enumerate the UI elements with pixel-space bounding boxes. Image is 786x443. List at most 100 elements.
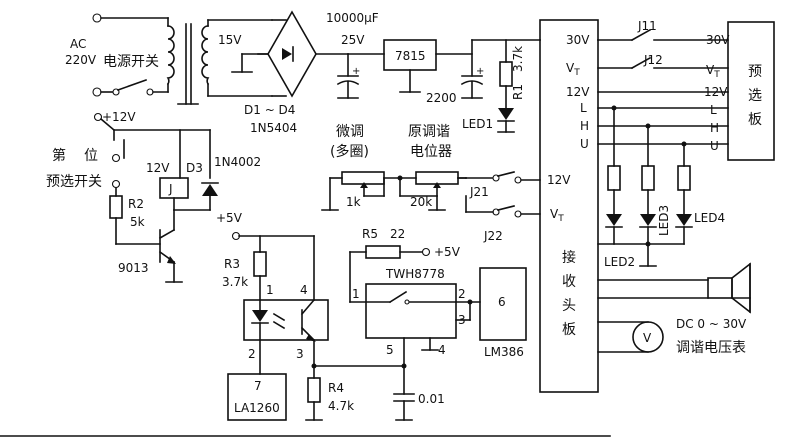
twh-pin4: 4 bbox=[438, 343, 446, 357]
cap-2200-label: 2200 bbox=[426, 91, 457, 105]
relay-j-label: J bbox=[168, 182, 173, 196]
recv-vt-b: VT bbox=[550, 207, 564, 224]
power-switch bbox=[112, 17, 169, 96]
filter-capacitor: + 10000μF 25V bbox=[326, 11, 379, 99]
orig-pot-value: 20k bbox=[410, 195, 432, 209]
twh-pin1: 1 bbox=[352, 287, 360, 301]
r4-value: 4.7k bbox=[328, 399, 354, 413]
meter-symbol: V bbox=[643, 331, 652, 345]
r1-led1: R1 3.7k LED1 bbox=[462, 39, 525, 133]
j12-label: J12 bbox=[643, 53, 663, 67]
recv-30v: 30V bbox=[566, 33, 590, 47]
recv-l: L bbox=[580, 101, 587, 115]
opto-pin4: 4 bbox=[300, 283, 308, 297]
bridge-rectifier: D1 ~ D4 1N5404 bbox=[231, 10, 349, 135]
r2-label: R2 bbox=[128, 197, 144, 211]
twh-label: TWH8778 bbox=[385, 267, 445, 281]
meter-name: 调谐电压表 bbox=[676, 340, 746, 356]
plus-5v-a-label: +5V bbox=[216, 211, 243, 225]
multi-turn-label: (多圈) bbox=[330, 143, 369, 160]
pre-board-char-1: 预 bbox=[748, 64, 762, 80]
fine-tune-label: 微调 bbox=[336, 124, 364, 140]
led3-label: LED3 bbox=[657, 205, 671, 236]
regulator-label: 7815 bbox=[395, 49, 426, 63]
orig-tune-pot: 原调谐 电位器 20k bbox=[399, 124, 467, 211]
transformer: 15V bbox=[166, 19, 273, 105]
d3-label: D3 bbox=[186, 161, 203, 175]
led1-label: LED1 bbox=[462, 117, 493, 131]
bridge-label: D1 ~ D4 bbox=[244, 103, 295, 117]
j21-label: J21 bbox=[469, 185, 489, 199]
recv-board-char-4: 板 bbox=[562, 322, 576, 338]
recv-vt: VT bbox=[566, 61, 580, 78]
pre-board-char-3: 板 bbox=[748, 112, 762, 128]
tuning-switches: J21 J22 bbox=[457, 171, 541, 243]
opto-pin2: 2 bbox=[248, 347, 256, 361]
cap-001-label: 0.01 bbox=[418, 392, 445, 406]
preselect-wiring: J11 J12 bbox=[597, 19, 729, 147]
recv-h: H bbox=[580, 119, 589, 133]
optocoupler-section: +5V R3 3.7k 1 4 2 3 7 LA1260 R4 4.7k bbox=[216, 211, 405, 421]
fine-pot-value: 1k bbox=[346, 195, 361, 209]
di-label: 第 bbox=[52, 147, 66, 164]
lm-chip-label: LM386 bbox=[484, 345, 524, 359]
secondary-voltage-label: 15V bbox=[218, 33, 242, 47]
fine-tune-pot: 微调 (多圈) 1k bbox=[321, 124, 403, 211]
meter-range: DC 0 ~ 30V bbox=[676, 317, 747, 331]
plus-5v-b-label: +5V bbox=[434, 245, 461, 259]
j22-label: J22 bbox=[483, 229, 503, 243]
relay-12v-label: 12V bbox=[146, 161, 170, 175]
preselect-board: 30V VT 12V L H U 预 选 板 bbox=[704, 21, 775, 161]
orig-tune-label: 原调谐 bbox=[408, 124, 450, 140]
recv-board-char-1: 接 bbox=[562, 249, 576, 266]
cap-main-voltage: 25V bbox=[341, 33, 365, 47]
r5-value: 22 bbox=[390, 227, 405, 241]
j11-label: J11 bbox=[637, 19, 657, 33]
opto-pin1: 1 bbox=[266, 283, 274, 297]
pot-label: 电位器 bbox=[410, 144, 452, 160]
r3-label: R3 bbox=[224, 257, 240, 271]
wei-label: 位 bbox=[84, 148, 98, 164]
tuning-voltmeter: V DC 0 ~ 30V 调谐电压表 bbox=[597, 317, 747, 356]
ac-input: AC 220V 电源开关 bbox=[65, 13, 169, 97]
led2-label: LED2 bbox=[604, 255, 635, 269]
r1-value: 3.7k bbox=[511, 46, 525, 72]
plus-12v-label: +12V bbox=[102, 110, 136, 124]
transistor-label: 9013 bbox=[118, 261, 149, 275]
lm-pin-label: 6 bbox=[498, 295, 506, 309]
cap-plus-1: + bbox=[352, 66, 360, 77]
recv-12v: 12V bbox=[566, 85, 590, 99]
speaker bbox=[597, 262, 751, 314]
twh-pin2: 2 bbox=[458, 287, 466, 301]
la-chip-label: LA1260 bbox=[234, 401, 280, 415]
relay-section: +12V 第 位 预选开关 R2 5k J 12V D3 1N4002 bbox=[46, 110, 261, 283]
power-switch-label: 电源开关 bbox=[103, 54, 159, 70]
ac-voltage-label: 220V bbox=[65, 53, 97, 67]
opto-pin3: 3 bbox=[296, 347, 304, 361]
preselect-switch-label: 预选开关 bbox=[46, 174, 102, 190]
r2-value: 5k bbox=[130, 215, 145, 229]
preselect-leds: LED2 LED3 LED4 bbox=[597, 107, 725, 269]
cap-main-value: 10000μF bbox=[326, 11, 379, 25]
twh-pin5: 5 bbox=[386, 343, 394, 357]
recv-12v-b: 12V bbox=[547, 173, 571, 187]
pre-12v: 12V bbox=[704, 85, 728, 99]
ac-label: AC bbox=[70, 37, 86, 51]
r1-label: R1 bbox=[511, 84, 525, 100]
recv-board-char-2: 收 bbox=[562, 274, 576, 290]
regulator-7815: 7815 bbox=[347, 39, 473, 93]
r5-label: R5 bbox=[362, 227, 378, 241]
twh8778-section: R5 22 +5V TWH8778 1 2 3 5 4 0.01 6 L bbox=[349, 227, 527, 421]
recv-board-char-3: 头 bbox=[562, 298, 576, 314]
pre-30v: 30V bbox=[706, 33, 730, 47]
pre-u: U bbox=[710, 139, 719, 153]
bridge-part-label: 1N5404 bbox=[250, 121, 297, 135]
cap-plus-2: + bbox=[476, 66, 484, 77]
recv-u: U bbox=[580, 137, 589, 151]
pre-board-char-2: 选 bbox=[748, 88, 762, 104]
r4-label: R4 bbox=[328, 381, 344, 395]
pre-h: H bbox=[710, 121, 719, 135]
led4-label: LED4 bbox=[694, 211, 725, 225]
pre-vt: VT bbox=[706, 63, 720, 80]
